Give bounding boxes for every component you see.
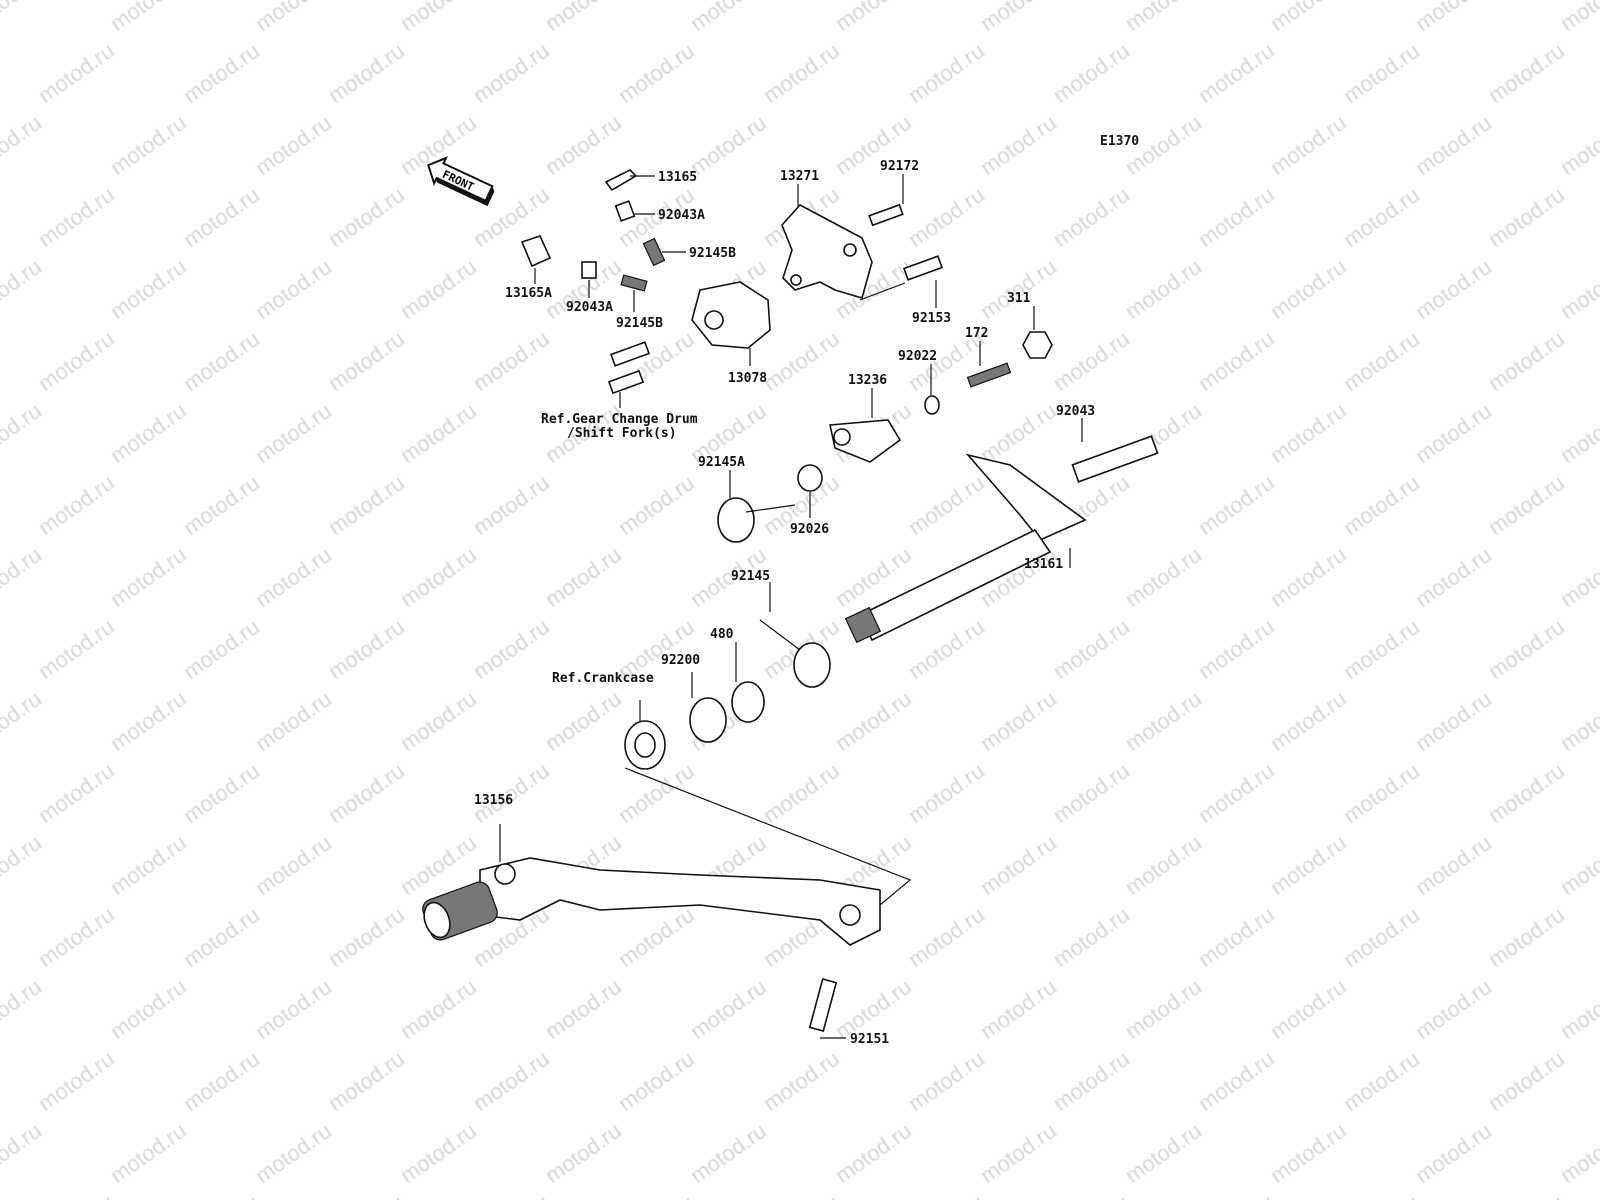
label-92145B-1: 92145B	[689, 246, 736, 261]
label-92145: 92145	[731, 569, 770, 584]
label-92200: 92200	[661, 653, 700, 668]
part-92153	[903, 255, 943, 308]
label-13165A: 13165A	[505, 286, 552, 301]
part-crankcase-seal	[624, 700, 912, 906]
part-labels: 13165 92043A 92145B 13165A 92043A 92145B…	[474, 159, 1095, 1047]
label-92145A: 92145A	[698, 455, 745, 470]
part-92043A-1	[614, 200, 655, 222]
part-92043A-2	[581, 261, 597, 298]
label-92022: 92022	[898, 349, 937, 364]
label-311: 311	[1007, 291, 1031, 306]
part-92145B-2	[620, 274, 648, 312]
label-92145B-2: 92145B	[616, 316, 663, 331]
part-92026	[797, 464, 823, 518]
part-13156	[422, 824, 881, 946]
part-13165	[604, 169, 655, 192]
label-480: 480	[710, 627, 734, 642]
part-172	[966, 341, 1012, 388]
part-13271	[781, 184, 906, 301]
part-92043	[1071, 418, 1159, 483]
part-92151	[808, 978, 846, 1039]
part-92022	[924, 364, 940, 415]
part-13161	[844, 453, 1087, 644]
part-92145A	[717, 470, 796, 543]
part-92172	[868, 174, 904, 227]
label-13078: 13078	[728, 371, 767, 386]
label-92026: 92026	[790, 522, 829, 537]
part-92200	[689, 672, 727, 743]
ref-gear-drum-line2: /Shift Fork(s)	[567, 426, 677, 441]
label-13236: 13236	[848, 373, 887, 388]
label-13156: 13156	[474, 793, 513, 808]
diagram-code: E1370	[1100, 134, 1139, 149]
label-92172: 92172	[880, 159, 919, 174]
ref-crankcase: Ref.Crankcase	[552, 671, 654, 686]
label-13161: 13161	[1024, 557, 1063, 572]
label-92043A-1: 92043A	[658, 208, 705, 223]
part-13236	[829, 388, 902, 463]
label-92151: 92151	[850, 1032, 889, 1047]
part-92145	[759, 582, 831, 688]
label-13271: 13271	[780, 169, 819, 184]
label-92043: 92043	[1056, 404, 1095, 419]
front-arrow-icon: FRONT	[427, 156, 495, 207]
part-480	[731, 642, 765, 723]
part-92145B-1	[642, 237, 686, 267]
part-13078	[691, 281, 771, 366]
part-311	[1022, 306, 1053, 359]
part-gear-drum-pin	[607, 341, 650, 408]
ref-gear-drum-line1: Ref.Gear Change Drum	[541, 412, 698, 427]
label-92153: 92153	[912, 311, 951, 326]
label-172: 172	[965, 326, 988, 341]
part-13165A	[520, 235, 552, 284]
label-92043A-2: 92043A	[566, 300, 613, 315]
label-13165: 13165	[658, 170, 697, 185]
